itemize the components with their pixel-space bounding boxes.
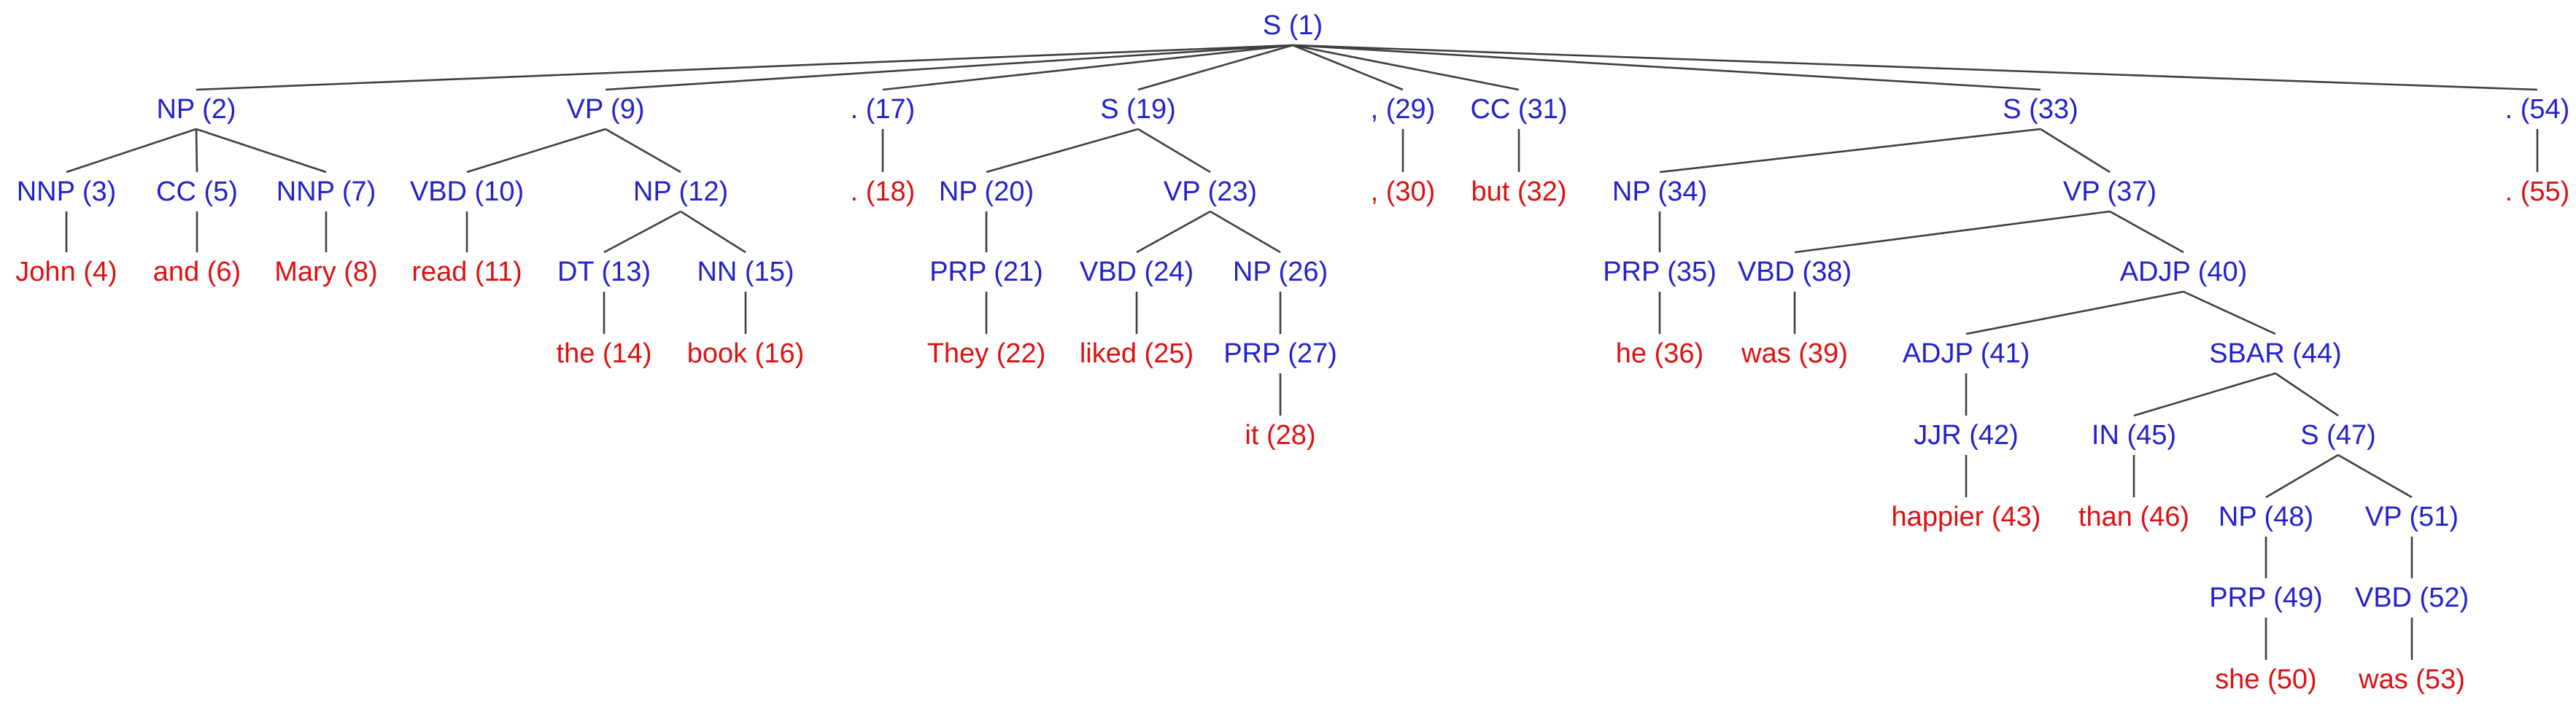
- tree-node-phrase-label: VBD (52): [2354, 583, 2469, 613]
- tree-node-phrase-label: PRP (35): [1603, 257, 1717, 287]
- tree-node-phrase-label: . (54): [2505, 94, 2570, 125]
- tree-node-phrase-label: , (29): [1370, 94, 1436, 125]
- tree-node-phrase-label: IN (45): [2091, 420, 2177, 451]
- tree-node-token-label: he (36): [1615, 338, 1704, 369]
- tree-node-phrase-label: VP (9): [566, 94, 645, 125]
- tree-node-phrase-label: SBAR (44): [2209, 338, 2342, 369]
- tree-node-phrase-label: VP (37): [2062, 176, 2157, 207]
- tree-edge: [986, 128, 1139, 174]
- tree-node-phrase-label: PRP (27): [1223, 338, 1337, 369]
- tree-node-token-label: but (32): [1471, 176, 1567, 207]
- tree-node-phrase-label: VBD (38): [1737, 257, 1852, 287]
- tree-node-phrase-label: NP (48): [2218, 502, 2314, 532]
- tree-edge: [1659, 128, 2041, 174]
- tree-edge: [605, 44, 1293, 91]
- tree-node-phrase-label: CC (31): [1470, 94, 1568, 125]
- tree-edge: [1136, 210, 1211, 254]
- tree-node-phrase-label: NP (26): [1232, 257, 1328, 287]
- tree-node-phrase-label: S (33): [2003, 94, 2078, 125]
- tree-node-token-label: it (28): [1245, 420, 1316, 451]
- tree-node-phrase-label: ADJP (41): [1902, 338, 2030, 369]
- tree-edge: [2133, 372, 2276, 417]
- tree-node-phrase-label: . (17): [850, 94, 916, 125]
- tree-node-phrase-label: VP (23): [1163, 176, 1258, 207]
- tree-node-phrase-label: NNP (7): [276, 176, 376, 207]
- tree-node-token-label: was (39): [1741, 338, 1848, 369]
- tree-node-phrase-label: NN (15): [697, 257, 794, 287]
- tree-edge: [680, 210, 746, 254]
- tree-edge: [2040, 128, 2111, 174]
- tree-edge: [2337, 454, 2413, 499]
- tree-node-token-label: she (50): [2215, 664, 2317, 695]
- tree-edge: [605, 128, 681, 174]
- tree-edge: [1292, 44, 1520, 91]
- tree-node-phrase-label: JJR (42): [1914, 420, 2019, 451]
- tree-node-phrase-label: NP (2): [156, 94, 236, 125]
- tree-node-token-label: book (16): [686, 338, 805, 369]
- tree-node-phrase-label: PRP (21): [929, 257, 1043, 287]
- tree-edge: [1137, 44, 1293, 91]
- tree-node-phrase-label: CC (5): [156, 176, 238, 207]
- tree-edge: [2183, 290, 2276, 335]
- tree-node-phrase-label: NP (34): [1612, 176, 1708, 207]
- tree-node-token-label: than (46): [2078, 502, 2190, 532]
- tree-edge: [2109, 210, 2184, 254]
- tree-node-phrase-label: S (47): [2300, 420, 2376, 451]
- tree-node-phrase-label: DT (13): [557, 257, 651, 287]
- tree-edge: [195, 128, 198, 173]
- tree-node-phrase-label: NNP (3): [16, 176, 117, 207]
- tree-node-token-label: and (6): [152, 257, 241, 287]
- tree-node-token-label: John (4): [15, 257, 117, 287]
- tree-edge: [1292, 44, 1404, 91]
- tree-node-token-label: was (53): [2359, 664, 2465, 695]
- tree-node-phrase-label: VBD (10): [409, 176, 525, 207]
- tree-node-phrase-label: PRP (49): [2209, 583, 2323, 613]
- tree-node-token-label: read (11): [411, 257, 522, 287]
- tree-node-token-label: They (22): [927, 338, 1046, 369]
- tree-edge: [466, 128, 606, 174]
- tree-edge: [1210, 210, 1281, 254]
- tree-node-token-label: the (14): [556, 338, 652, 369]
- tree-edge: [2275, 372, 2339, 417]
- tree-node-phrase-label: NP (12): [633, 176, 729, 207]
- tree-edge: [1292, 44, 2538, 91]
- tree-edge: [603, 210, 681, 254]
- tree-edge: [1794, 210, 2111, 254]
- tree-node-phrase-label: S (1): [1262, 10, 1323, 41]
- tree-node-token-label: . (18): [850, 176, 916, 207]
- tree-node-phrase-label: ADJP (40): [2119, 257, 2248, 287]
- tree-edge: [1137, 128, 1211, 174]
- tree-edge: [2265, 454, 2339, 499]
- tree-edge: [196, 128, 327, 174]
- tree-node-phrase-label: S (19): [1100, 94, 1176, 125]
- tree-edge: [1292, 44, 2041, 91]
- tree-node-phrase-label: NP (20): [938, 176, 1034, 207]
- tree-edge: [1965, 290, 2184, 335]
- tree-edge: [882, 44, 1293, 91]
- tree-node-token-label: liked (25): [1079, 338, 1194, 369]
- tree-edge: [66, 128, 197, 174]
- tree-node-token-label: . (55): [2505, 176, 2570, 207]
- tree-node-token-label: happier (43): [1891, 502, 2041, 532]
- tree-node-token-label: Mary (8): [274, 257, 378, 287]
- tree-node-phrase-label: VBD (24): [1079, 257, 1194, 287]
- tree-node-token-label: , (30): [1370, 176, 1436, 207]
- tree-edge: [196, 44, 1293, 91]
- tree-node-phrase-label: VP (51): [2364, 502, 2459, 532]
